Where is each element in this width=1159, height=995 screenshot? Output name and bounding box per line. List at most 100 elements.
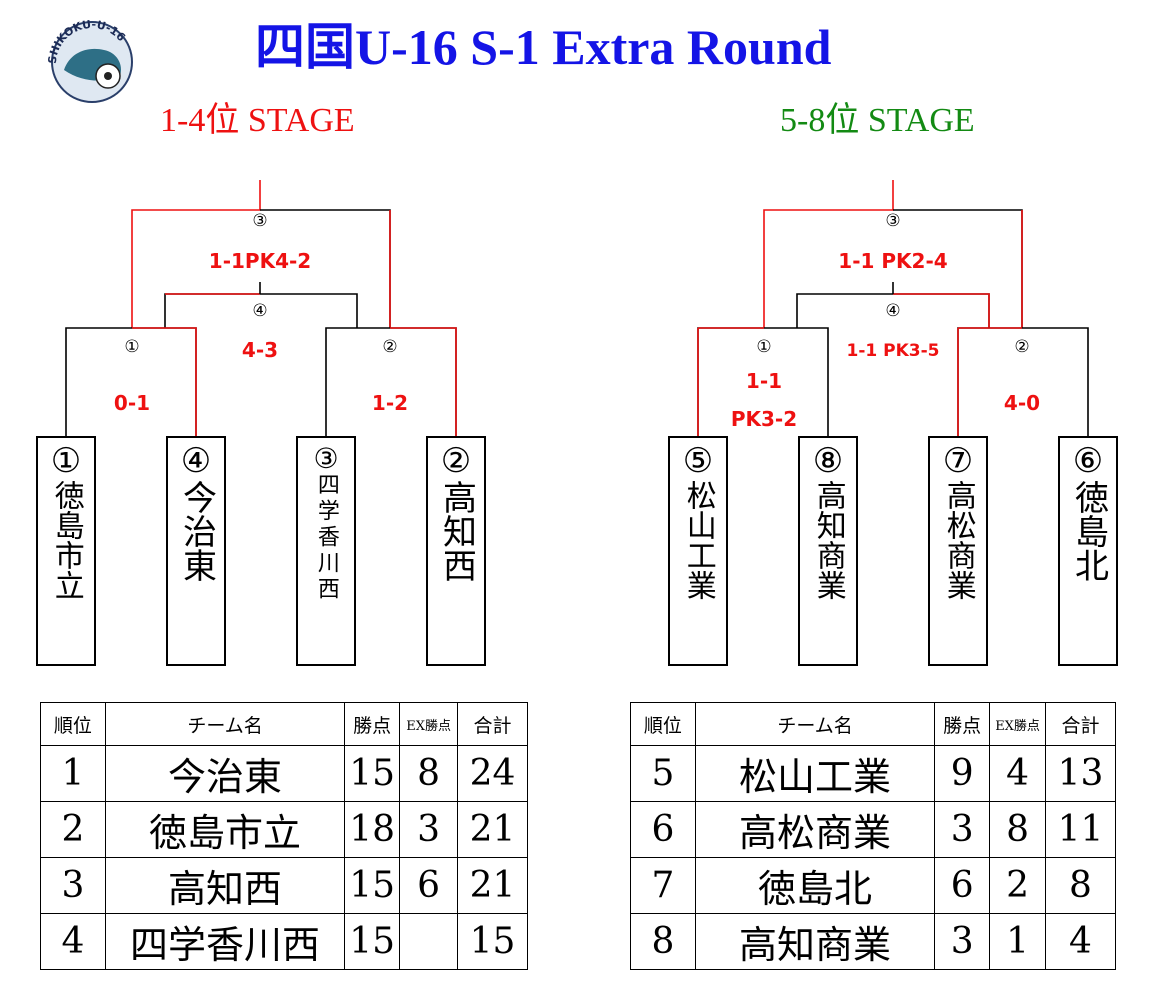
table-header-row: 順位 チーム名 勝点 EX勝点 合計	[40, 702, 528, 746]
team-box: ① 徳島市立	[36, 436, 96, 666]
left-semi1-num: ①	[124, 337, 139, 357]
team-name: 四学香川西	[313, 473, 339, 604]
team-name: 今治東	[176, 479, 217, 582]
rank-cell: 3	[40, 857, 106, 914]
left-final-score: 1-1PK4-2	[209, 249, 311, 273]
total-cell: 21	[457, 857, 528, 914]
left-final-num: ③	[252, 211, 267, 231]
table-row: 5 松山工業 9 4 13	[630, 745, 1116, 802]
right-semi1-winner-path	[697, 327, 764, 436]
right-semi1-num: ①	[756, 337, 771, 357]
ex-cell: 8	[989, 801, 1047, 858]
table-row: 6 高松商業 3 8 11	[630, 801, 1116, 858]
left-semi1-winner-path	[132, 327, 197, 436]
header-rank: 順位	[630, 702, 696, 746]
points-cell: 15	[344, 745, 401, 802]
team-cell: 松山工業	[694, 745, 936, 802]
right-final-path-left	[763, 180, 894, 328]
left-third-num: ④	[252, 301, 267, 321]
total-cell: 15	[457, 913, 528, 970]
header-total: 合計	[457, 702, 528, 746]
stage-label-upper: 1-4位 STAGE	[160, 102, 355, 139]
points-cell: 6	[934, 857, 991, 914]
total-cell: 8	[1045, 857, 1116, 914]
table-header-row: 順位 チーム名 勝点 EX勝点 合計	[630, 702, 1116, 746]
standings-table-lower: 順位 チーム名 勝点 EX勝点 合計 5 松山工業 9 4 13 6 高松商業 …	[630, 702, 1116, 970]
rank-cell: 8	[630, 913, 696, 970]
team-cell: 高松商業	[694, 801, 936, 858]
right-third-winner-path	[893, 293, 990, 328]
left-semi2-num: ②	[382, 337, 397, 357]
left-semi2-score: 1-2	[372, 391, 408, 415]
left-semi1-score: 0-1	[114, 391, 150, 415]
ex-cell: 1	[989, 913, 1047, 970]
team-seed: ⑥	[1072, 441, 1104, 481]
rank-cell: 7	[630, 857, 696, 914]
team-name: 徳島市立	[48, 479, 84, 600]
ex-cell: 3	[399, 801, 459, 858]
team-box: ③ 四学香川西	[296, 436, 356, 666]
left-third-score: 4-3	[242, 338, 278, 362]
left-semi2-winner-path	[390, 327, 457, 436]
team-box: ⑧ 高知商業	[798, 436, 858, 666]
team-box: ⑦ 高松商業	[928, 436, 988, 666]
points-cell: 3	[934, 801, 991, 858]
points-cell: 15	[344, 857, 401, 914]
right-third-score: 1-1 PK3-5	[847, 341, 940, 361]
header-rank: 順位	[40, 702, 106, 746]
page-title: 四国U-16 S-1 Extra Round	[255, 19, 832, 75]
ex-cell: 4	[989, 745, 1047, 802]
ex-cell: 8	[399, 745, 459, 802]
team-name: 高松商業	[940, 479, 976, 600]
header-total: 合計	[1045, 702, 1116, 746]
total-cell: 11	[1045, 801, 1116, 858]
team-seed: ⑤	[682, 441, 714, 481]
table-row: 3 高知西 15 6 21	[40, 857, 528, 914]
total-cell: 24	[457, 745, 528, 802]
right-third-num: ④	[885, 301, 900, 321]
header-points: 勝点	[344, 702, 401, 746]
table-row: 4 四学香川西 15 15	[40, 913, 528, 970]
header-team: チーム名	[104, 702, 346, 746]
header-team: チーム名	[694, 702, 936, 746]
stage-label-lower: 5-8位 STAGE	[780, 102, 975, 139]
right-semi2-score: 4-0	[1004, 391, 1040, 415]
right-semi2-winner-path	[957, 327, 1022, 436]
right-semi2-num: ②	[1014, 337, 1029, 357]
shikoku-u16-logo: SHIKOKU-U-16	[46, 18, 133, 103]
rank-cell: 6	[630, 801, 696, 858]
team-seed: ⑧	[812, 441, 844, 481]
team-cell: 徳島北	[694, 857, 936, 914]
team-name: 徳島北	[1068, 479, 1109, 582]
team-cell: 今治東	[104, 745, 346, 802]
tournament-brackets: ③ 1-1PK4-2 ④ 4-3 ① 0-1 ② 1-2 ③ 1-1 PK2-4…	[65, 180, 1089, 436]
points-cell: 18	[344, 801, 401, 858]
points-cell: 3	[934, 913, 991, 970]
table-row: 8 高知商業 3 1 4	[630, 913, 1116, 970]
rank-cell: 4	[40, 913, 106, 970]
team-box: ④ 今治東	[166, 436, 226, 666]
left-final-path-winner	[131, 180, 261, 328]
ex-cell: 2	[989, 857, 1047, 914]
team-box: ② 高知西	[426, 436, 486, 666]
right-semi1-score-line2: PK3-2	[731, 407, 797, 431]
team-box: ⑥ 徳島北	[1058, 436, 1118, 666]
total-cell: 21	[457, 801, 528, 858]
header-ex-points: EX勝点	[399, 702, 459, 746]
right-semi1-score-line1: 1-1	[746, 369, 782, 393]
team-seed: ②	[440, 441, 472, 481]
team-name: 高知西	[436, 479, 477, 582]
rank-cell: 1	[40, 745, 106, 802]
team-cell: 四学香川西	[104, 913, 346, 970]
right-final-score: 1-1 PK2-4	[838, 249, 947, 273]
rank-cell: 2	[40, 801, 106, 858]
team-cell: 高知商業	[694, 913, 936, 970]
ex-cell: 6	[399, 857, 459, 914]
total-cell: 4	[1045, 913, 1116, 970]
rank-cell: 5	[630, 745, 696, 802]
team-box: ⑤ 松山工業	[668, 436, 728, 666]
total-cell: 13	[1045, 745, 1116, 802]
team-name: 松山工業	[680, 479, 716, 600]
team-cell: 高知西	[104, 857, 346, 914]
team-seed: ①	[50, 441, 82, 481]
